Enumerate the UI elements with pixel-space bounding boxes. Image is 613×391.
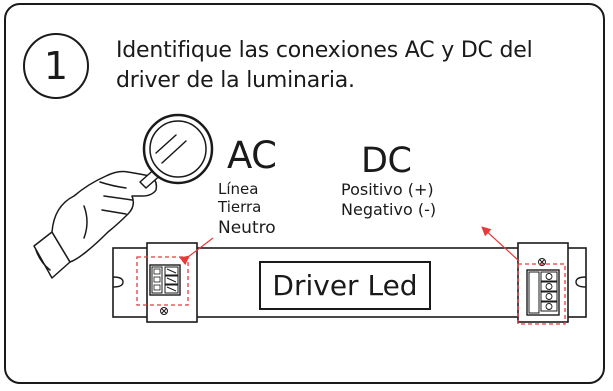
ac-title: AC	[227, 134, 277, 177]
ac-item-ground: Tierra	[218, 198, 262, 216]
ac-item-line: Línea	[218, 180, 259, 198]
dc-highlight-box	[517, 263, 566, 325]
dc-arrow-icon	[481, 226, 520, 262]
step-number-badge: 1	[23, 33, 89, 99]
instruction-card	[4, 3, 605, 384]
screw-icon	[160, 307, 168, 315]
ac-arrow-icon	[179, 237, 214, 266]
hand-holding-magnifier-icon	[33, 113, 214, 279]
dc-item-negative: Negativo (-)	[341, 200, 437, 219]
instruction-text: Identifique las conexiones AC y DC del d…	[116, 38, 533, 93]
dc-item-positive: Positivo (+)	[341, 180, 434, 199]
step-number: 1	[43, 44, 69, 88]
dc-terminal-block-icon	[526, 269, 560, 316]
ac-item-neutral: Neutro	[218, 218, 276, 238]
ac-terminal-block-icon	[149, 264, 181, 296]
driver-label: Driver Led	[259, 261, 431, 310]
dc-title: DC	[361, 141, 412, 181]
